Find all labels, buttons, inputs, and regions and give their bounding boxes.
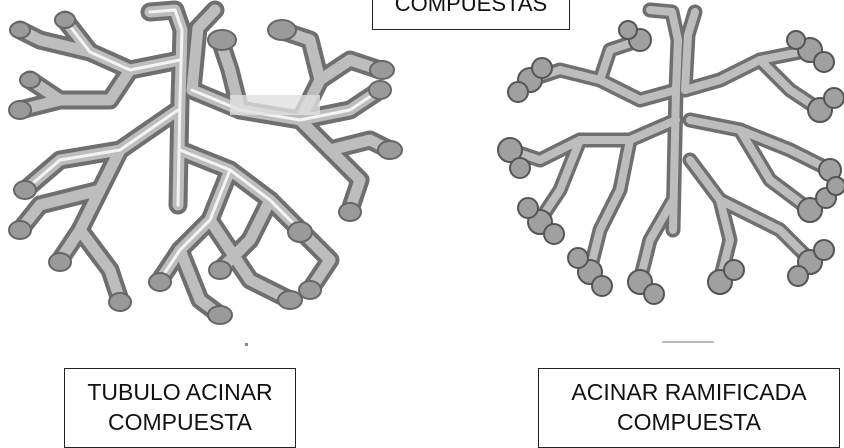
tubulo-acinar-label-line1: TUBULO ACINAR: [65, 377, 295, 407]
tubulo-acinar-label-line2: COMPUESTA: [65, 407, 295, 437]
artifact-dot: [245, 343, 248, 346]
acinar-ramificada-gland-diagram: [490, 0, 844, 320]
acinar-ramificada-label-box: ACINAR RAMIFICADA COMPUESTA: [538, 368, 840, 448]
acinar-ramificada-label-line2: COMPUESTA: [539, 407, 839, 437]
tubulo-acinar-gland-diagram: [0, 0, 420, 340]
tubulo-acinar-label-box: TUBULO ACINAR COMPUESTA: [64, 368, 296, 448]
acinar-ramificada-label-line1: ACINAR RAMIFICADA: [539, 377, 839, 407]
left-dilated-lumen: [230, 95, 320, 115]
artifact-line: [662, 341, 714, 343]
